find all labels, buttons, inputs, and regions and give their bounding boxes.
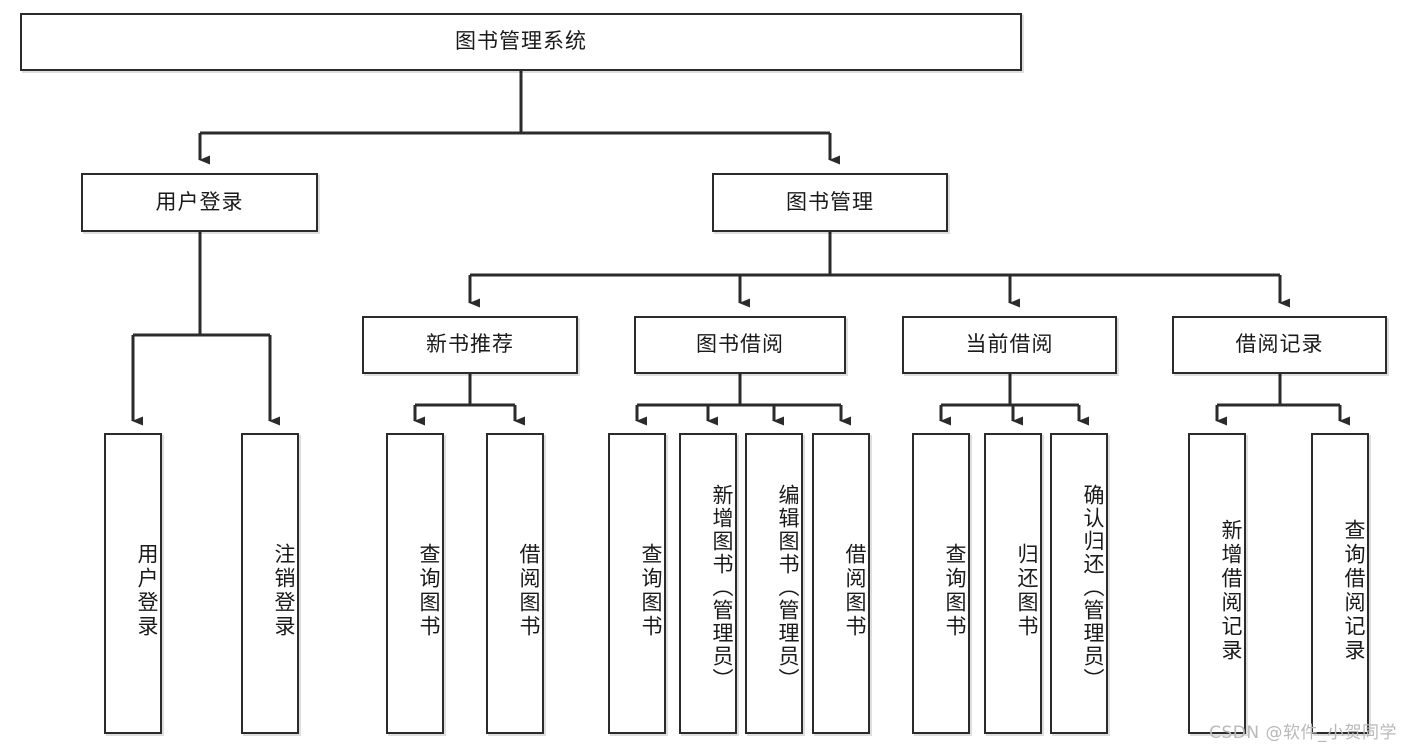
node-leaf-rec-add-label: 新增借阅记录 <box>1219 518 1243 663</box>
node-leaf-cur-confirm-label: 确认归还（管理员） <box>1081 484 1105 691</box>
node-leaf-borrow-query-label: 查询图书 <box>639 542 663 639</box>
node-leaf-rec-query-label: 查询图书 <box>417 542 441 639</box>
node-current-borrow[interactable]: 当前借阅 <box>902 316 1117 374</box>
node-leaf-rec-search[interactable]: 查询借阅记录 <box>1311 433 1369 734</box>
node-leaf-rec-add[interactable]: 新增借阅记录 <box>1188 433 1246 734</box>
node-book-manage[interactable]: 图书管理 <box>712 173 948 232</box>
node-book-borrow-label: 图书借阅 <box>696 332 784 357</box>
node-leaf-rec-search-label: 查询借阅记录 <box>1342 518 1366 663</box>
node-leaf-borrow-add[interactable]: 新增图书（管理员） <box>679 433 737 734</box>
node-leaf-user-logout-label: 注销登录 <box>272 542 296 639</box>
node-user-login[interactable]: 用户登录 <box>81 173 318 232</box>
node-leaf-cur-confirm[interactable]: 确认归还（管理员） <box>1050 433 1108 734</box>
node-leaf-user-login-label: 用户登录 <box>135 542 159 639</box>
csdn-watermark: CSDN @软件_小贺同学 <box>1209 723 1397 743</box>
node-leaf-rec-borrow-label: 借阅图书 <box>517 542 541 639</box>
node-leaf-cur-query-label: 查询图书 <box>943 542 967 639</box>
node-borrow-record-label: 借阅记录 <box>1235 332 1324 357</box>
node-borrow-record[interactable]: 借阅记录 <box>1172 316 1387 374</box>
node-leaf-borrow-edit[interactable]: 编辑图书（管理员） <box>745 433 803 734</box>
node-root[interactable]: 图书管理系统 <box>20 13 1022 71</box>
node-leaf-borrow-edit-label: 编辑图书（管理员） <box>776 484 800 691</box>
node-leaf-rec-borrow[interactable]: 借阅图书 <box>486 433 544 734</box>
node-new-book-rec[interactable]: 新书推荐 <box>362 316 578 374</box>
node-leaf-borrow-do[interactable]: 借阅图书 <box>812 433 870 734</box>
node-leaf-cur-return-label: 归还图书 <box>1015 542 1039 639</box>
node-leaf-cur-query[interactable]: 查询图书 <box>912 433 970 734</box>
node-current-borrow-label: 当前借阅 <box>965 332 1054 357</box>
node-user-login-label: 用户登录 <box>155 189 244 214</box>
node-leaf-user-login[interactable]: 用户登录 <box>104 433 162 734</box>
node-book-manage-label: 图书管理 <box>786 189 874 214</box>
node-leaf-borrow-add-label: 新增图书（管理员） <box>710 484 734 691</box>
node-leaf-borrow-query[interactable]: 查询图书 <box>608 433 666 734</box>
node-leaf-cur-return[interactable]: 归还图书 <box>984 433 1042 734</box>
node-leaf-borrow-do-label: 借阅图书 <box>843 542 867 639</box>
node-root-label: 图书管理系统 <box>455 29 587 54</box>
node-new-book-rec-label: 新书推荐 <box>426 332 514 357</box>
node-leaf-rec-query[interactable]: 查询图书 <box>386 433 444 734</box>
node-leaf-user-logout[interactable]: 注销登录 <box>241 433 299 734</box>
node-book-borrow[interactable]: 图书借阅 <box>634 316 846 374</box>
